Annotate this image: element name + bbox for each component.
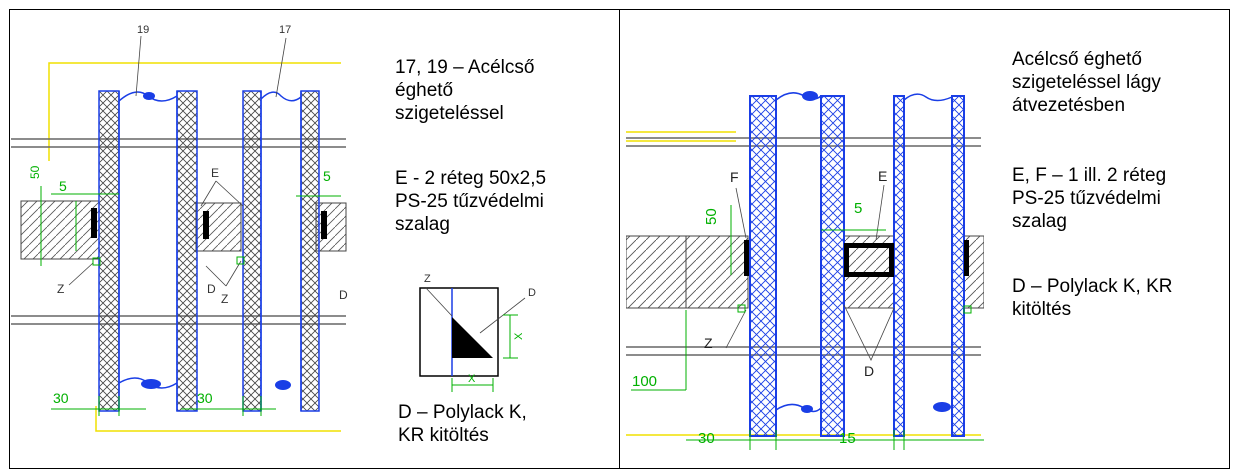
fire-strip-middle xyxy=(203,211,209,239)
right-dim-50: 50 xyxy=(703,208,720,225)
wall-block-middle xyxy=(195,202,242,252)
fire-strip-left xyxy=(91,208,97,238)
right-fire-strip-e-top xyxy=(844,243,894,248)
label-d: D xyxy=(207,282,216,296)
right-title-note: Acélcső éghető szigeteléssel lágy átveze… xyxy=(1012,49,1161,116)
wall-block-left xyxy=(20,200,100,260)
dim-5-label: 5 xyxy=(59,178,67,194)
right-dim-30: 30 xyxy=(698,430,715,447)
leader-lines xyxy=(68,35,287,287)
right-dim-5: 5 xyxy=(854,200,862,217)
right-fire-strip-f xyxy=(744,240,749,276)
right-dim-15: 15 xyxy=(839,430,856,447)
pipe-17 xyxy=(242,90,320,412)
label-d2: D xyxy=(339,288,348,302)
right-fill-note: D – Polylack K, KR kitöltés xyxy=(1012,276,1173,320)
fire-strip-right xyxy=(321,211,327,239)
right-label-e: E xyxy=(878,168,887,184)
detail-label-z: Z xyxy=(424,273,431,285)
pipe-label-17: 17 xyxy=(279,24,291,36)
right-label-z: Z xyxy=(704,335,713,351)
dim-50-label: 50 xyxy=(28,165,42,179)
dim-30a-label: 30 xyxy=(53,390,69,406)
detail-label-d: D xyxy=(528,287,536,299)
left-strip-note: E - 2 réteg 50x2,5 PS-25 tűzvédelmi szal… xyxy=(395,168,547,235)
label-z: Z xyxy=(57,282,64,296)
detail-fill-triangle xyxy=(452,317,493,358)
left-pipe-penetration-drawing: 19 17 50 5 5 E Z D Z D 30 30 xyxy=(11,24,348,432)
label-z2: Z xyxy=(221,292,228,306)
left-detail-drawing: Z D X X xyxy=(419,273,536,392)
left-bottom-note: D – Polylack K, KR kitöltés xyxy=(398,402,527,446)
pipe-label-19: 19 xyxy=(137,24,149,36)
detail-label-x-horizontal: X xyxy=(468,373,476,385)
detail-label-x-vertical: X xyxy=(513,332,525,340)
green-dimensions xyxy=(40,186,341,416)
yellow-outline-bottom xyxy=(95,406,341,432)
dim-5b-label: 5 xyxy=(323,168,331,184)
right-label-d: D xyxy=(864,363,874,379)
label-e: E xyxy=(211,166,219,180)
wall-block-right xyxy=(315,202,347,252)
pipe-19 xyxy=(98,90,198,412)
right-pipe-penetration-drawing: F E 50 5 Z D 100 30 15 xyxy=(626,91,984,450)
right-fire-strip-e-bottom xyxy=(844,272,894,277)
right-label-f: F xyxy=(730,169,739,185)
yellow-outline-top xyxy=(48,62,341,161)
left-title-note: 17, 19 – Acélcső éghető szigeteléssel xyxy=(395,57,535,124)
right-pipe-a xyxy=(749,91,845,437)
right-wall-masonry xyxy=(626,235,687,309)
right-strip-note: E, F – 1 ill. 2 réteg PS-25 tűzvédelmi s… xyxy=(1012,165,1167,232)
right-wall-sleeve-left xyxy=(685,235,749,309)
panel-divider xyxy=(619,9,620,469)
right-dim-100: 100 xyxy=(632,373,657,390)
dim-30b-label: 30 xyxy=(197,390,213,406)
